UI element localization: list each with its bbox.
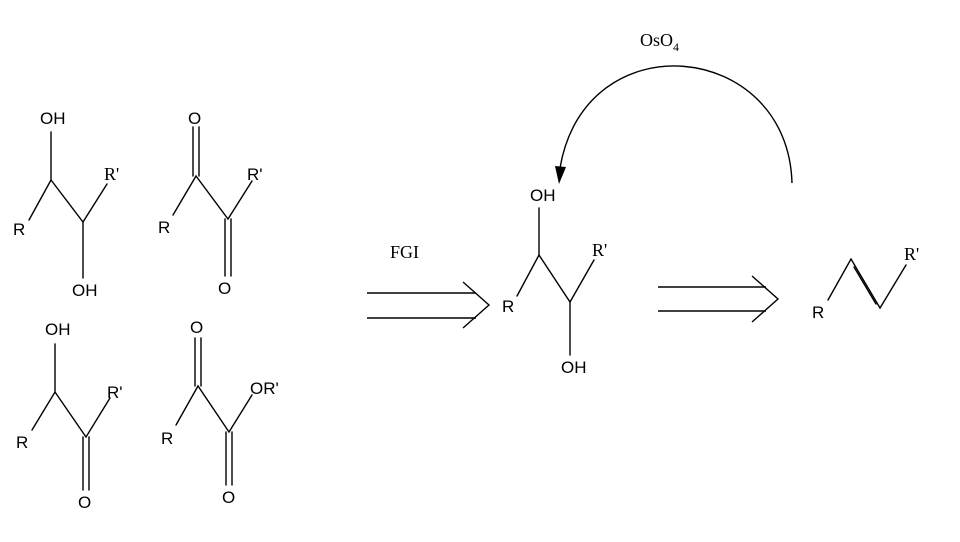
hydroxyl-label: OH xyxy=(45,320,71,339)
fgi-retro-arrow: FGI xyxy=(367,242,491,329)
r-group-label: R xyxy=(158,218,170,237)
r-prime-label: R' xyxy=(104,164,119,184)
reagent-label: OsO4 xyxy=(640,30,679,54)
hydroxyl-label: OH xyxy=(72,281,98,300)
oso4-reaction-arrow: OsO4 xyxy=(555,30,793,184)
r-prime-label: R' xyxy=(592,240,607,260)
diol-structure-top-left: R OH OH R' xyxy=(13,109,119,300)
hydroxyl-label: OH xyxy=(561,358,587,377)
arrowhead-icon xyxy=(555,166,566,184)
oxygen-label: O xyxy=(218,279,231,298)
alkene-structure: R R' xyxy=(812,244,919,322)
r-prime-label: R' xyxy=(107,383,123,402)
r-group-label: R xyxy=(502,297,514,316)
oxygen-label: O xyxy=(190,318,203,337)
ester-label: OR' xyxy=(250,379,279,398)
hydroxy-ketone-structure: R OH O R' xyxy=(16,320,123,512)
r-prime-label: R' xyxy=(247,165,263,184)
r-group-label: R xyxy=(812,303,824,322)
fgi-label: FGI xyxy=(390,242,419,262)
oxygen-label: O xyxy=(78,493,91,512)
r-group-label: R xyxy=(13,220,25,239)
r-group-label: R xyxy=(161,429,173,448)
r-group-label: R xyxy=(16,433,28,452)
reagent-subscript: 4 xyxy=(673,40,679,54)
disconnection-retro-arrow xyxy=(658,275,780,323)
oxygen-label: O xyxy=(188,109,201,128)
r-prime-label: R' xyxy=(904,244,919,264)
keto-ester-structure: R O O OR' xyxy=(161,318,279,507)
target-diol-structure: R OH OH R' xyxy=(502,186,607,377)
diketone-structure: R O O R' xyxy=(158,109,263,298)
hydroxyl-label: OH xyxy=(40,109,66,128)
reagent-text: OsO xyxy=(640,30,673,50)
hydroxyl-label: OH xyxy=(530,186,556,205)
oxygen-label: O xyxy=(222,488,235,507)
